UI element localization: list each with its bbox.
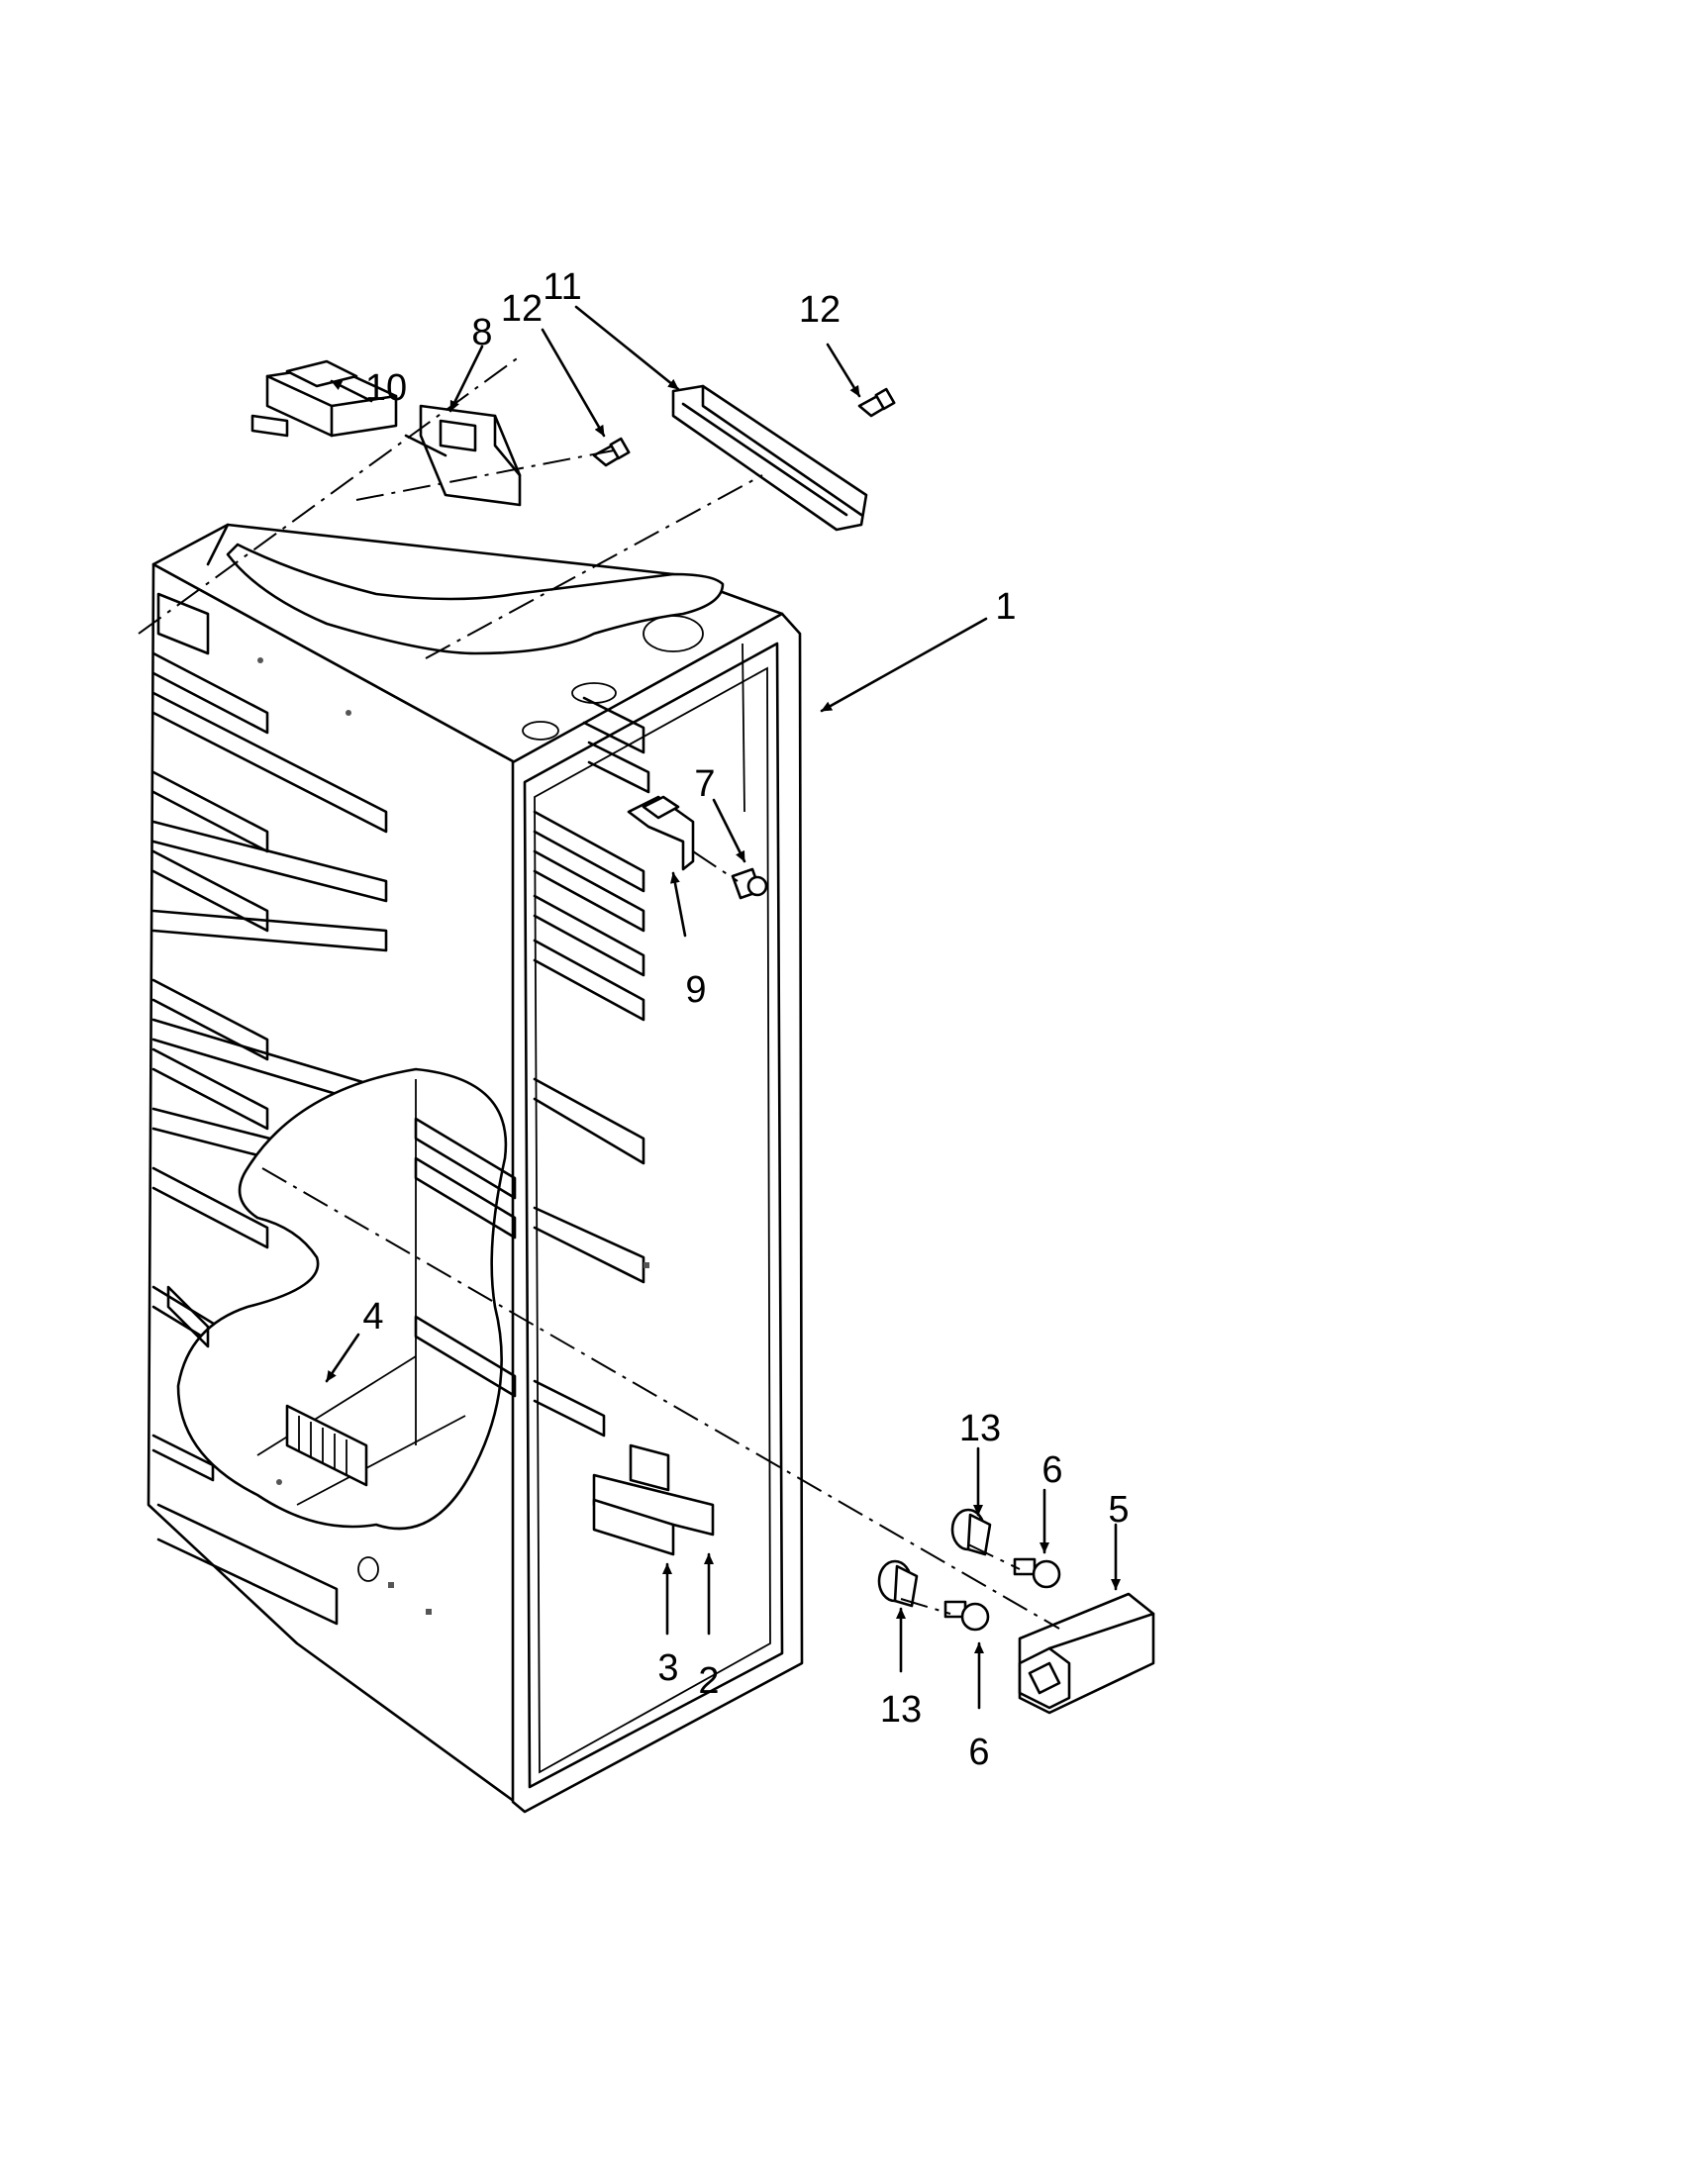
liner-cabinet	[147, 523, 804, 1814]
callout-8: 8	[471, 312, 493, 353]
control-box	[250, 359, 398, 438]
screw-top-right	[857, 387, 896, 418]
callout-13-lower: 13	[879, 1689, 923, 1731]
bracket-mid	[627, 795, 695, 871]
leader-arrows	[325, 305, 1121, 1710]
callout-11: 11	[543, 266, 582, 308]
bulb-lower	[943, 1600, 990, 1632]
socket-upper	[950, 1508, 992, 1556]
callout-6-upper: 6	[1041, 1449, 1063, 1491]
socket-lower	[877, 1559, 919, 1608]
screw-mid	[731, 867, 768, 900]
callout-3: 3	[657, 1647, 679, 1689]
callout-10: 10	[364, 367, 408, 409]
callout-2: 2	[698, 1660, 720, 1702]
callout-6-lower: 6	[968, 1732, 990, 1773]
callout-13-upper: 13	[958, 1408, 1002, 1449]
light-shield	[1018, 1592, 1155, 1715]
callout-7: 7	[694, 763, 716, 805]
callout-1: 1	[995, 586, 1017, 628]
vent-grille	[285, 1404, 368, 1487]
top-rail	[671, 384, 868, 532]
screw-top-left	[592, 437, 631, 467]
callout-12-right: 12	[798, 289, 842, 331]
shelf-rails-right	[533, 696, 650, 1438]
bulb-upper	[1013, 1557, 1061, 1589]
callout-4: 4	[362, 1296, 384, 1338]
callout-5: 5	[1108, 1489, 1130, 1531]
callout-9: 9	[685, 969, 707, 1011]
callout-12-left: 12	[500, 288, 544, 330]
bracket-top	[404, 404, 522, 507]
